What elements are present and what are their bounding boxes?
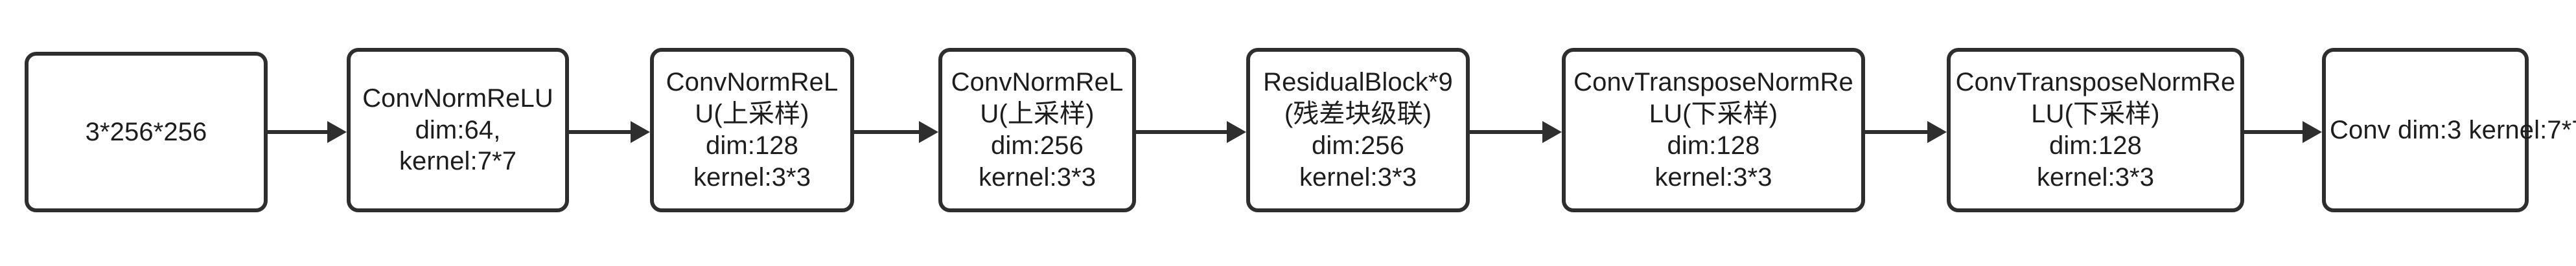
- node-label: 3*256*256: [85, 117, 207, 146]
- arrow-line: [569, 130, 633, 134]
- arrow-head-icon: [919, 121, 938, 143]
- arrow-head-icon: [2303, 121, 2322, 143]
- node-residualblock-9[interactable]: ResidualBlock*9(残差块级联) dim:256 kernel:3*…: [1246, 48, 1470, 212]
- arrow-head-icon: [1542, 121, 1562, 143]
- arrow-head-icon: [1227, 121, 1246, 143]
- arrow-head-icon: [327, 121, 347, 143]
- node-label: ConvTransposeNormReLU(下采样) dim:128 kerne…: [1573, 68, 1853, 192]
- node-conv-out[interactable]: Conv dim:3 kernel:7*7: [2322, 48, 2576, 212]
- node-label: ResidualBlock*9(残差块级联) dim:256 kernel:3*…: [1263, 68, 1453, 192]
- arrow-head-icon: [631, 121, 650, 143]
- arrow-line: [268, 130, 330, 134]
- arrow-head-icon: [1927, 121, 1947, 143]
- node-label: ConvNormReLU(上采样) dim:128 kernel:3*3: [666, 68, 839, 192]
- node-input[interactable]: 3*256*256: [25, 52, 268, 212]
- arrow-line: [1470, 130, 1545, 134]
- node-convnormrelu-64[interactable]: ConvNormReLU dim:64, kernel:7*7: [347, 48, 569, 212]
- node-label: ConvNormReLU dim:64, kernel:7*7: [362, 83, 553, 176]
- node-convnormrelu-up-128[interactable]: ConvNormReLU(上采样) dim:128 kernel:3*3: [650, 48, 854, 212]
- node-convnormrelu-up-256[interactable]: ConvNormReLU(上采样) dim:256 kernel:3*3: [938, 48, 1136, 212]
- arrow-line: [1136, 130, 1229, 134]
- node-label: ConvTransposeNormReLU(下采样) dim:128 kerne…: [1955, 68, 2236, 192]
- arrow-line: [1865, 130, 1930, 134]
- arrow-line: [2244, 130, 2305, 134]
- node-label: Conv dim:3 kernel:7*7: [2330, 115, 2576, 144]
- node-convtransposenormrelu-down-128-a[interactable]: ConvTransposeNormReLU(下采样) dim:128 kerne…: [1562, 48, 1865, 212]
- node-label: ConvNormReLU(上采样) dim:256 kernel:3*3: [951, 68, 1124, 192]
- node-convtransposenormrelu-down-128-b[interactable]: ConvTransposeNormReLU(下采样) dim:128 kerne…: [1947, 48, 2244, 212]
- arrow-line: [854, 130, 922, 134]
